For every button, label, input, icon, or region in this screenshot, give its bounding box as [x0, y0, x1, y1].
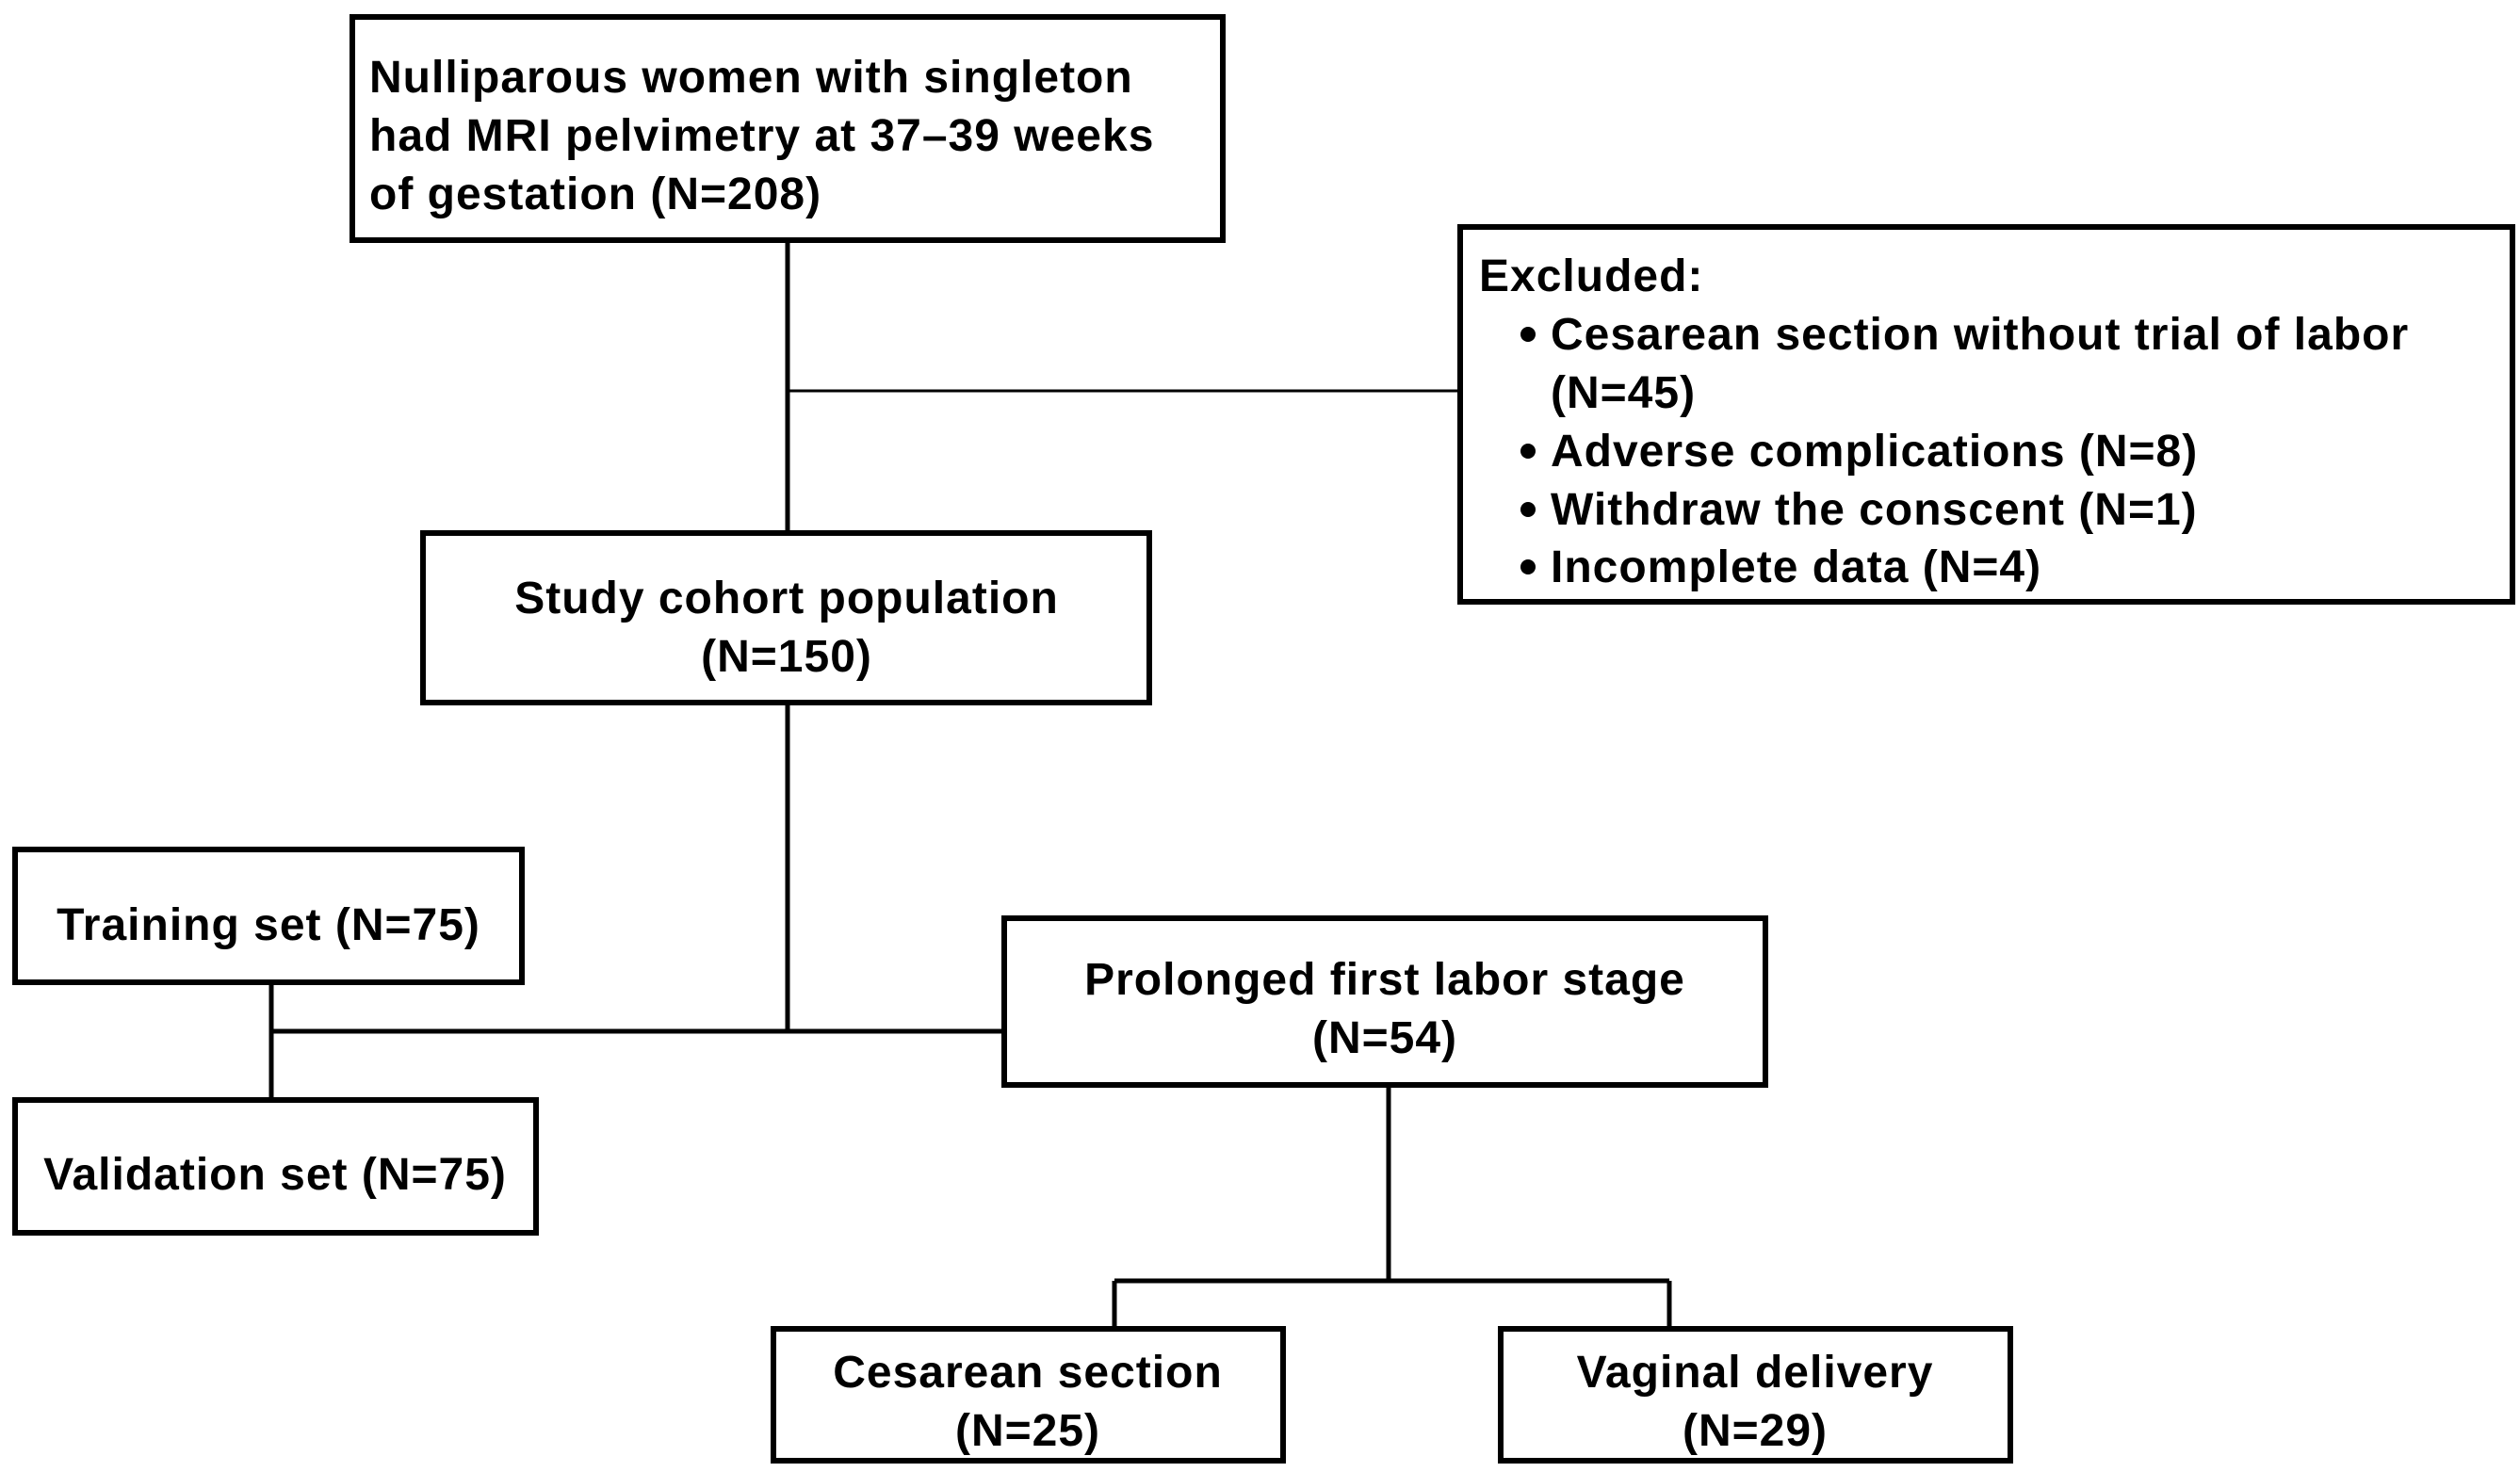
- cesarean-count: (N=25): [955, 1406, 1100, 1456]
- bullet-icon: [1520, 502, 1536, 517]
- screening-line-1: Nulliparous women with singleton: [369, 53, 1133, 103]
- excluded-item-4: Incomplete data (N=4): [1551, 542, 2041, 592]
- training-box: Training set (N=75): [12, 847, 525, 985]
- prolonged-label: Prolonged first labor stage: [1084, 955, 1685, 1005]
- excluded-box: Excluded: Cesarean section without trial…: [1457, 224, 2515, 605]
- bullet-icon: [1520, 444, 1536, 459]
- excluded-item-1-count: (N=45): [1551, 368, 1696, 418]
- bullet-icon: [1520, 559, 1536, 574]
- excluded-title: Excluded:: [1479, 251, 1703, 301]
- cohort-count: (N=150): [701, 632, 872, 682]
- vaginal-count: (N=29): [1683, 1406, 1828, 1456]
- validation-label: Validation set (N=75): [43, 1150, 507, 1200]
- excluded-item-3: Withdraw the conscent (N=1): [1551, 485, 2198, 535]
- screening-box: Nulliparous women with singleton had MRI…: [350, 14, 1226, 243]
- validation-box: Validation set (N=75): [12, 1097, 539, 1236]
- screening-line-3: of gestation (N=208): [369, 170, 821, 219]
- vaginal-box: Vaginal delivery (N=29): [1498, 1326, 2013, 1464]
- cesarean-box: Cesarean section (N=25): [771, 1326, 1286, 1464]
- prolonged-box: Prolonged first labor stage (N=54): [1001, 915, 1768, 1088]
- cohort-label: Study cohort population: [514, 574, 1059, 623]
- excluded-item-1: Cesarean section without trial of labor: [1551, 310, 2409, 360]
- cesarean-label: Cesarean section: [833, 1348, 1223, 1398]
- screening-line-2: had MRI pelvimetry at 37–39 weeks: [369, 111, 1154, 161]
- prolonged-count: (N=54): [1312, 1013, 1457, 1063]
- bullet-icon: [1520, 327, 1536, 342]
- training-label: Training set (N=75): [57, 900, 480, 950]
- excluded-item-2: Adverse complications (N=8): [1551, 427, 2198, 477]
- vaginal-label: Vaginal delivery: [1577, 1348, 1934, 1398]
- cohort-box: Study cohort population (N=150): [420, 530, 1152, 705]
